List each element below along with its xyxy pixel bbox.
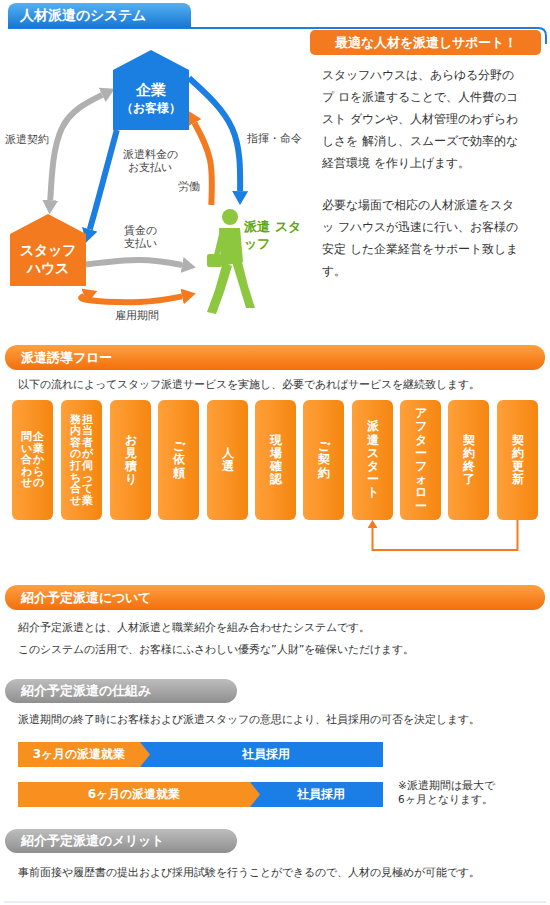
node-shape — [18, 782, 260, 807]
frame-line — [4, 902, 546, 903]
connector-arrow — [90, 130, 117, 229]
flow-step: アフターフォロー — [400, 400, 441, 520]
node-text: 紹介予定派遣の仕組み — [21, 683, 151, 699]
figure-briefcase — [207, 254, 222, 267]
text-label: 事前面接や履歴書の提出および採用試験を行うことができるので、人材の見極めが可能で… — [18, 865, 480, 881]
node-shape — [113, 50, 189, 130]
connector-arrow — [189, 78, 240, 191]
section-band: 紹介予定派遣について — [5, 585, 545, 610]
section-band: 派遣誘導フロー — [5, 345, 545, 370]
flow-step: 契約終了 — [448, 400, 489, 520]
flow-step: 企業からの問い合わせ — [12, 400, 53, 520]
hire-bar: 社員採用 — [140, 742, 383, 767]
node-text: 派遣スタート — [367, 420, 379, 499]
node-text: 社員採用 — [242, 747, 290, 763]
section-tab: 人材派遣のシステム — [8, 3, 191, 28]
node-text: 6ヶ月の派遣就業 — [88, 787, 180, 803]
node-text: 人選 — [222, 447, 234, 473]
edge-label: 労働 — [176, 180, 202, 193]
node-text: （お客様） — [121, 101, 181, 117]
figure-head — [222, 209, 238, 225]
panel-header: 最適な人材を派遣しサポート！ — [310, 30, 541, 55]
node-text: 派遣誘導フロー — [21, 350, 112, 366]
node-text: 契約終了 — [463, 434, 475, 487]
node-shape — [18, 742, 150, 767]
subsection-band: 紹介予定派遣のメリット — [5, 829, 237, 853]
period-arrow: 6ヶ月の派遣就業 — [18, 782, 260, 807]
node-text: 企業 — [136, 81, 166, 101]
node-text: スタッフ ハウス — [14, 241, 82, 277]
figure-leg — [232, 262, 255, 308]
connector-arrow — [81, 296, 182, 302]
flow-step: 派遣スタート — [352, 400, 393, 520]
figure-arm — [214, 230, 225, 256]
edge-label: 賃金の 支払い — [120, 224, 160, 250]
text-label: 紹介予定派遣とは、人材派遣と職業紹介を組み合わせたシステムです。 — [18, 620, 370, 636]
text-label: 以下の流れによってスタッフ派遣サービスを実施し、必要であればサービスを継続致しま… — [18, 377, 480, 393]
text-label: スタッフハウスは、あらゆる分野のプ ロを派遣することで、人件費のコスト ダウンや… — [322, 64, 521, 174]
text-label: このシステムの活用で、お客様にふさわしい優秀な”人財”を確保いただけます。 — [18, 642, 414, 658]
node-text: 担当者が伺って業務内容の打ち合せ — [70, 414, 93, 506]
text-label: 必要な場面で相応の人材派遣をスタッ フハウスが迅速に行い、お客様の安定 した企業… — [322, 194, 521, 282]
house-node: スタッフ ハウス — [10, 214, 86, 286]
house-node: 企業（お客様） — [113, 50, 189, 130]
node-text: アフターフォロー — [415, 407, 427, 513]
figure-leg — [207, 262, 232, 314]
flow-step: 人選 — [207, 400, 248, 520]
node-text: 契約更新 — [512, 434, 524, 487]
node-text: 紹介予定派遣について — [21, 590, 151, 606]
flow-step: お見積り — [110, 400, 151, 520]
text-label: 派遣期間の終了時にお客様および派遣スタッフの意思により、社員採用の可否を決定しま… — [18, 712, 480, 728]
figure-arm — [233, 230, 240, 251]
edge-label: 雇用期間 — [112, 309, 162, 322]
node-text: 紹介予定派遣のメリット — [21, 833, 164, 849]
staff-node: 派遣 スタッフ — [196, 205, 298, 317]
edge-label: 派遣契約 — [4, 133, 50, 146]
flow-step: ご契約 — [303, 400, 344, 520]
node-text: 現場確認 — [270, 434, 282, 487]
flow-step: 現場確認 — [255, 400, 296, 520]
node-text: 最適な人材を派遣しサポート！ — [335, 35, 517, 51]
node-text: 派遣 スタッフ — [244, 219, 302, 253]
flow-step: 担当者が伺って業務内容の打ち合せ — [61, 400, 102, 520]
text-label: ※派遣期間は最大で 6ヶ月となります。 — [398, 778, 498, 806]
connector-arrow — [373, 520, 518, 550]
node-text: ご契約 — [318, 440, 330, 480]
flow-step: ご依頼 — [158, 400, 199, 520]
hire-bar: 社員採用 — [250, 782, 383, 807]
subsection-band: 紹介予定派遣の仕組み — [5, 679, 237, 703]
connector-arrow — [86, 260, 182, 265]
node-text: 3ヶ月の派遣就業 — [33, 747, 125, 763]
node-text: お見積り — [125, 434, 137, 487]
node-shape — [10, 214, 86, 286]
edge-label: 指揮・命令 — [244, 132, 304, 145]
edge-label: 派遣料金の お支払い — [122, 148, 178, 174]
node-text: ご依頼 — [173, 440, 185, 480]
flow-step: 契約更新 — [497, 400, 538, 520]
connector-arrow — [50, 95, 102, 200]
node-text: 企業からの問い合わせ — [21, 431, 44, 489]
node-text: 社員採用 — [297, 787, 345, 803]
period-arrow: 3ヶ月の派遣就業 — [18, 742, 150, 767]
